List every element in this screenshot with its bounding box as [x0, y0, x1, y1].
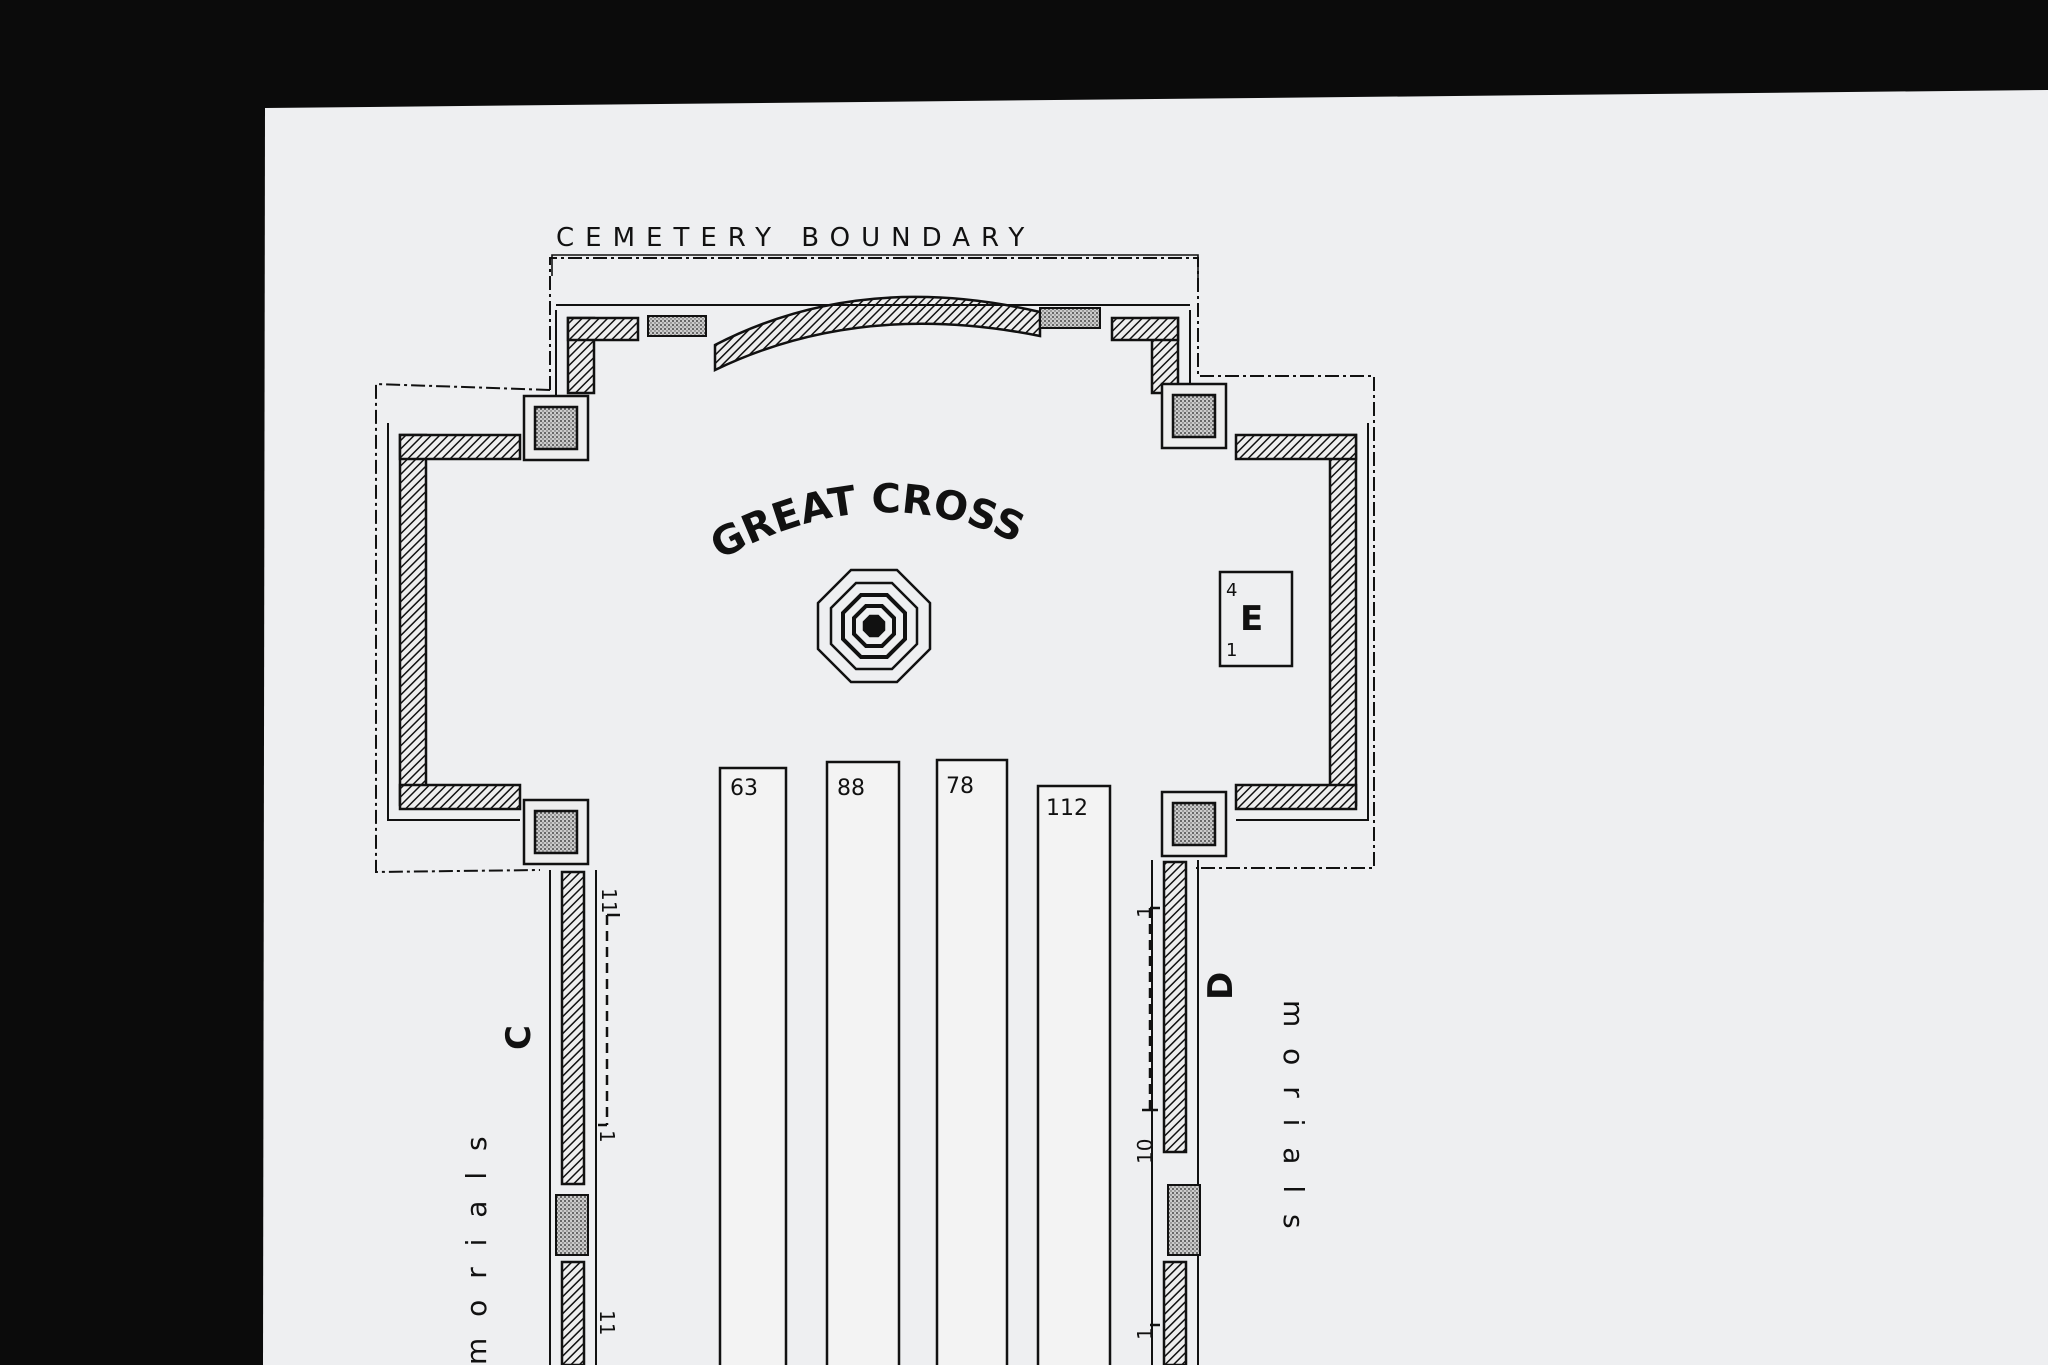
row-number: 63: [730, 776, 758, 801]
plaque: [647, 315, 707, 337]
section-c-upper-bottom: 1: [595, 1130, 619, 1143]
row-number: 88: [837, 776, 865, 801]
plaque: [1167, 1184, 1201, 1256]
section-c-upper-top: 11: [597, 888, 621, 913]
great-cross-icon: [816, 568, 932, 684]
plot-e: [1218, 570, 1294, 668]
section-d-side-label: m o r i a l s: [1277, 1000, 1310, 1235]
paper-sheet: [263, 90, 2048, 1365]
section-c-side-label: m o r i a l s: [460, 1130, 493, 1365]
row-number: 112: [1046, 796, 1088, 821]
section-d-lower-top: 1: [1133, 1327, 1157, 1340]
grave-row: [935, 758, 1009, 1365]
section-c-letter: C: [499, 1025, 539, 1050]
wall-outlines: [387, 304, 1369, 1365]
perimeter-wall: [398, 295, 1358, 1365]
section-c-lower-top: 11: [595, 1310, 619, 1335]
section-d-upper-top: 1: [1133, 905, 1157, 918]
boundary-bracket: [551, 254, 1199, 280]
section-d-letter: D: [1201, 972, 1241, 1000]
section-d-upper-bottom: 10: [1133, 1139, 1157, 1164]
row-number: 78: [946, 774, 974, 799]
boundary-label: CEMETERY BOUNDARY: [556, 223, 1035, 253]
plaque: [555, 1194, 589, 1256]
plot-e-bottom-number: 1: [1226, 640, 1237, 661]
plaque: [1039, 307, 1101, 329]
grave-row: [718, 766, 788, 1365]
boundary-outline: [375, 257, 1375, 874]
grave-row: [1036, 784, 1112, 1365]
grave-row: [825, 760, 901, 1365]
plot-e-letter: E: [1240, 599, 1263, 639]
section-d-row-marker: [1142, 906, 1160, 1327]
plot-e-top-number: 4: [1226, 580, 1237, 601]
corner-pier: [522, 382, 1228, 866]
section-c-row-marker: [598, 913, 620, 1127]
